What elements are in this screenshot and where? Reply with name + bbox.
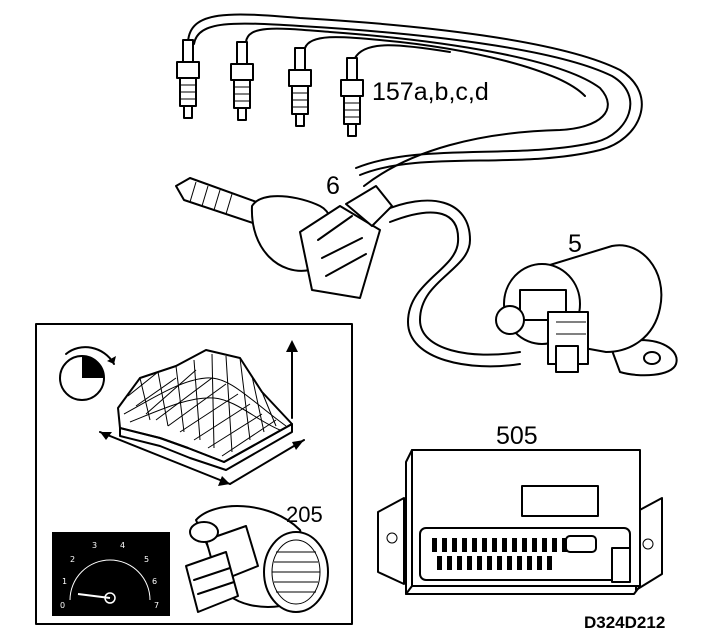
label-coil: 5 — [568, 230, 582, 258]
label-spark-plugs: 157a,b,c,d — [372, 78, 489, 106]
spark-plug-a — [176, 39, 200, 119]
gauge-tick-7: 7 — [154, 601, 159, 610]
ignition-cables — [187, 13, 643, 368]
label-connector: 6 — [326, 172, 340, 200]
control-unit — [377, 449, 663, 595]
connector-pins — [432, 538, 567, 570]
gauge-tick-6: 6 — [152, 577, 157, 586]
inset-frame — [35, 323, 353, 625]
label-control-unit: 505 — [496, 422, 538, 450]
engine-map-3d-surface — [99, 340, 305, 486]
gauge-tick-2: 2 — [70, 555, 75, 564]
label-air-mass-meter: 205 — [286, 502, 323, 527]
gauge-tick-3: 3 — [92, 541, 97, 550]
ignition-coil — [495, 244, 678, 377]
spark-plug-with-connector — [175, 177, 393, 299]
figure-reference: D324D212 — [584, 613, 665, 632]
gauge-tick-5: 5 — [144, 555, 149, 564]
tachometer-gauge: 0 1 2 3 4 5 6 7 — [52, 532, 170, 616]
spark-plug-d — [340, 57, 364, 137]
spark-plug-b — [230, 41, 254, 121]
air-mass-meter — [185, 505, 329, 613]
gauge-tick-1: 1 — [62, 577, 67, 586]
spark-plug-c — [288, 47, 312, 127]
gauge-tick-0: 0 — [60, 601, 65, 610]
gauge-tick-4: 4 — [120, 541, 125, 550]
clock-rotation-icon — [59, 346, 116, 401]
